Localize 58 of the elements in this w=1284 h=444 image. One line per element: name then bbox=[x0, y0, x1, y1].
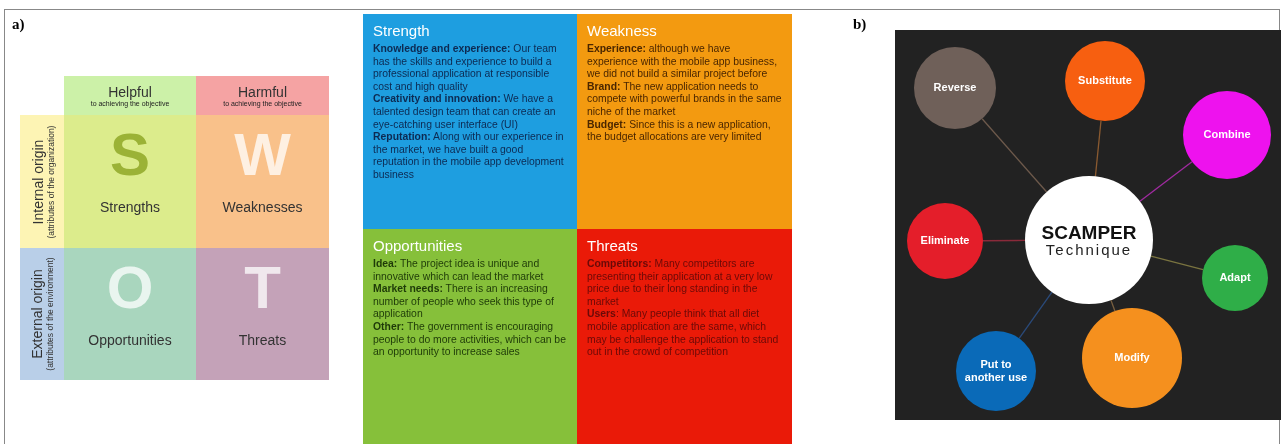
swot-quadrant bbox=[577, 229, 792, 444]
quadrant-text: Market needs: There is an increasing number of people who seek this type of application bbox=[373, 283, 555, 321]
watermark-letter: S bbox=[109, 123, 151, 187]
circle-label: Reverse bbox=[933, 81, 977, 95]
circle-label: Combine bbox=[1203, 128, 1251, 142]
row-header bbox=[20, 115, 64, 248]
column-header bbox=[64, 76, 196, 115]
swot-quadrant bbox=[363, 14, 577, 229]
hub-subtitle: Technique bbox=[1045, 241, 1133, 258]
header-title: Helpful bbox=[108, 84, 152, 100]
quadrant-heading: Weakness bbox=[587, 22, 658, 40]
circle-label: Eliminate bbox=[920, 234, 970, 248]
quadrant-text: Users: Many people think that all diet mobile application are the same, which may be challenge the application to stand out in the crowd of competition bbox=[587, 308, 780, 359]
circle-label: Modify bbox=[1114, 351, 1150, 365]
connector-line bbox=[981, 118, 1048, 193]
cell-label: Weaknesses bbox=[221, 199, 304, 215]
quadrant-text: Competitors: Many competitors are presenting their application at a very low price due to their long standing in the market bbox=[587, 258, 774, 309]
row-title: Internal origin bbox=[29, 139, 45, 224]
swot-cell bbox=[196, 115, 329, 248]
swot-quadrant bbox=[577, 14, 792, 229]
row-title: External origin bbox=[29, 269, 45, 359]
swot-cell bbox=[64, 248, 196, 380]
circle-label: Put to another use bbox=[964, 357, 1028, 385]
quadrant-text: Budget: Since this is a new application, the budget allocations are very limited bbox=[587, 118, 772, 144]
watermark-letter: T bbox=[243, 256, 282, 320]
quadrant-text: Knowledge and experience: Our team has the skills and experience to build a professional application at responsible cost and high quality bbox=[373, 43, 558, 94]
quadrant-text: Reputation: Along with our experience in the market, we have built a good reputation in the mobile app development business bbox=[373, 131, 565, 182]
quadrant-text: Creativity and innovation: We have a talented design team that can create an eye-catching user interface (UI) bbox=[373, 93, 557, 132]
connector-line bbox=[1139, 161, 1193, 202]
connector-line bbox=[982, 239, 1026, 242]
quadrant-heading: Opportunities bbox=[373, 237, 464, 255]
quadrant-text: Other: The government is encouraging people to do more activities, which can be an opportunity to increase sales bbox=[373, 320, 567, 359]
row-subtitle: (attributes of the environment) bbox=[45, 257, 55, 371]
connector-line bbox=[1018, 291, 1053, 340]
quadrant-text: Brand: The new application needs to compete with powerful brands in the same niche of the market bbox=[587, 80, 782, 119]
cell-label: Strengths bbox=[99, 199, 161, 215]
row-subtitle: (attributes of the organization) bbox=[45, 125, 55, 238]
panel-letter: a) bbox=[12, 16, 25, 33]
column-header bbox=[196, 76, 329, 115]
swot-quadrant bbox=[363, 229, 577, 444]
quadrant-heading: Strength bbox=[373, 22, 431, 40]
cell-label: Opportunities bbox=[87, 332, 173, 348]
panel-letter: b) bbox=[853, 16, 867, 33]
quadrant-heading: Threats bbox=[587, 237, 639, 255]
watermark-letter: W bbox=[233, 123, 292, 187]
swot-cell bbox=[64, 115, 196, 248]
hub-title: SCAMPER bbox=[1041, 222, 1137, 242]
cell-label: Threats bbox=[237, 332, 288, 348]
circle-label: Adapt bbox=[1219, 271, 1251, 285]
connector-line bbox=[1094, 120, 1102, 177]
circle-label: Substitute bbox=[1078, 74, 1132, 88]
swot-cell bbox=[196, 248, 329, 380]
header-title: Harmful bbox=[238, 84, 287, 100]
row-header bbox=[20, 248, 64, 380]
watermark-letter: O bbox=[105, 256, 155, 320]
quadrant-text: Idea: The project idea is unique and innovative which can lead the market bbox=[373, 258, 545, 284]
quadrant-text: Experience: although we have experience with the mobile app business, we did not build a similar project before bbox=[587, 43, 779, 81]
connector-line bbox=[1150, 255, 1204, 271]
